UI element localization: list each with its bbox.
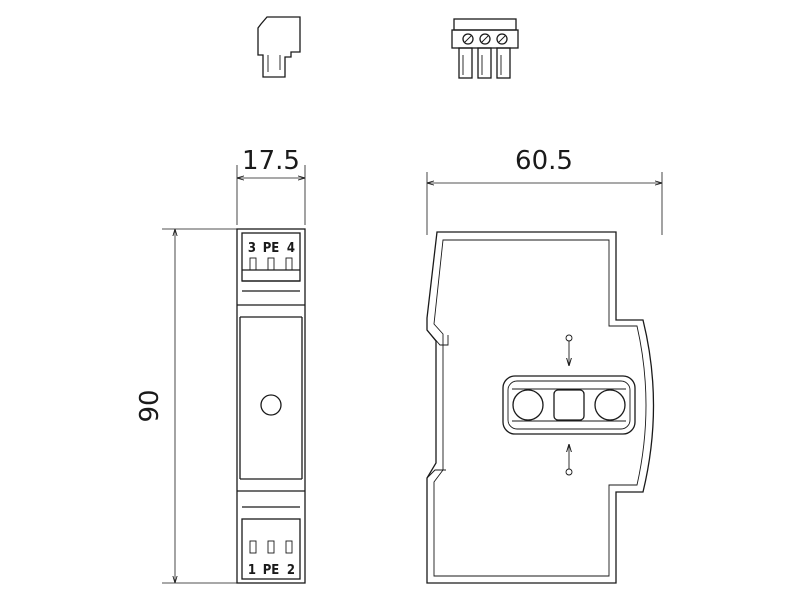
- terminal-label-pe-bottom: PE: [263, 563, 280, 578]
- terminal-label-pe-top: PE: [263, 241, 280, 256]
- dimension-width-side: 60.5: [426, 146, 663, 235]
- terminal-label-3: 3: [248, 241, 256, 256]
- dimension-height: 90: [135, 228, 237, 584]
- terminal-label-4: 4: [287, 241, 295, 256]
- logo-text: OBO: [535, 389, 602, 424]
- terminal-label-2: 2: [287, 563, 295, 578]
- dimension-label-60-5: 60.5: [515, 146, 573, 176]
- terminal-label-1: 1: [248, 563, 256, 578]
- dimension-label-90: 90: [135, 389, 165, 422]
- dimension-width-front: 17.5: [236, 146, 306, 225]
- plug-side-view: [257, 16, 301, 78]
- side-view-module: [426, 231, 655, 584]
- dimension-label-17-5: 17.5: [242, 146, 300, 176]
- plug-front-view: [451, 18, 519, 79]
- front-view-module: [236, 228, 306, 584]
